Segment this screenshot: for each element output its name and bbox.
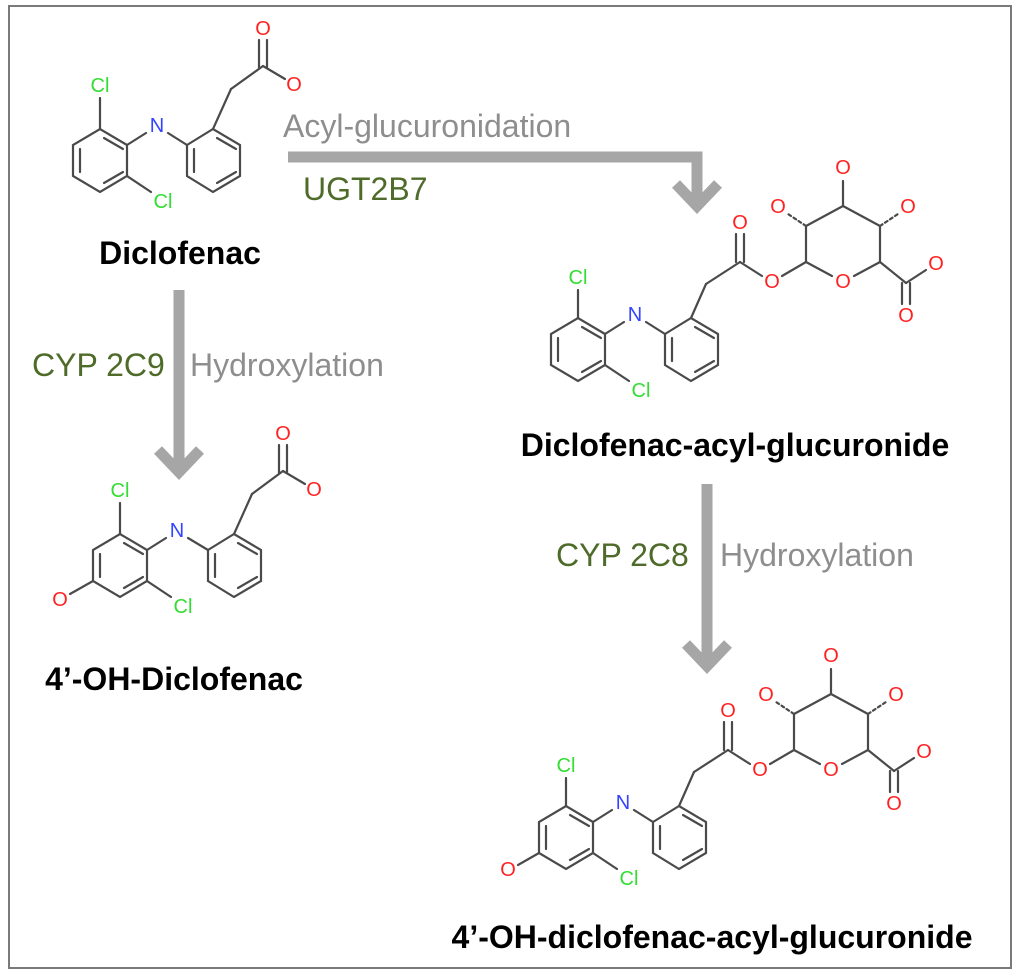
atom-cl: Cl: [111, 480, 130, 502]
atom-o: O: [52, 589, 68, 611]
arrow-hydroxylation-2c8: [682, 484, 732, 674]
atom-o: O: [835, 271, 851, 293]
atom-o: O: [255, 18, 271, 40]
atom-o: O: [898, 305, 914, 327]
reaction-label-hydroxylation-2c9: Hydroxylation: [190, 347, 384, 383]
structure-diclofenac: [71, 38, 287, 194]
compound-name-acyl-glucuronide: Diclofenac-acyl-glucuronide: [521, 427, 950, 463]
atom-o: O: [823, 759, 839, 781]
enzyme-label-ugt2b7: UGT2B7: [303, 171, 427, 207]
atom-o: O: [720, 700, 736, 722]
arrow-hydroxylation-2c9: [154, 290, 204, 480]
atom-cl: Cl: [174, 596, 193, 618]
structure-acyl-glucuronide: [549, 179, 928, 383]
atom-cl: Cl: [569, 267, 588, 289]
atom-o: O: [758, 684, 774, 706]
atom-o: O: [916, 741, 932, 763]
atom-o: O: [306, 479, 322, 501]
atom-cl: Cl: [557, 755, 576, 777]
atom-n: N: [150, 115, 164, 137]
reaction-label-hydroxylation-2c8: Hydroxylation: [720, 537, 914, 573]
reaction-label-glucuronidation: Acyl-glucuronidation: [283, 108, 571, 144]
atom-cl: Cl: [154, 191, 173, 213]
atom-n: N: [170, 520, 184, 542]
atom-o: O: [823, 645, 839, 667]
compound-name-4oh-acyl-glucuronide: 4’-OH-diclofenac-acyl-glucuronide: [452, 919, 973, 955]
atom-cl: Cl: [620, 868, 639, 890]
atom-o: O: [835, 157, 851, 179]
atom-o: O: [770, 196, 786, 218]
atom-n: N: [628, 304, 642, 326]
compound-name-diclofenac: Diclofenac: [99, 235, 261, 271]
atom-o: O: [752, 759, 768, 781]
structure-4oh-acyl-glucuronide: [516, 667, 916, 871]
atom-o: O: [764, 271, 780, 293]
enzyme-label-cyp2c9: CYP 2C9: [32, 347, 165, 383]
atom-n: N: [616, 792, 630, 814]
structure-4oh-diclofenac: [68, 443, 307, 599]
arrow-glucuronidation: [288, 151, 722, 214]
atom-o: O: [732, 212, 748, 234]
atom-o: O: [886, 793, 902, 815]
diagram-frame: [8, 5, 1012, 969]
atom-o: O: [500, 859, 516, 881]
atom-o: O: [275, 423, 291, 445]
atom-o: O: [928, 253, 944, 275]
atom-o: O: [286, 74, 302, 96]
compound-name-4oh-diclofenac: 4’-OH-Diclofenac: [45, 661, 303, 697]
atom-cl: Cl: [91, 75, 110, 97]
enzyme-label-cyp2c8: CYP 2C8: [556, 537, 689, 573]
atom-o: O: [888, 684, 904, 706]
atom-o: O: [900, 196, 916, 218]
atom-cl: Cl: [632, 380, 651, 402]
